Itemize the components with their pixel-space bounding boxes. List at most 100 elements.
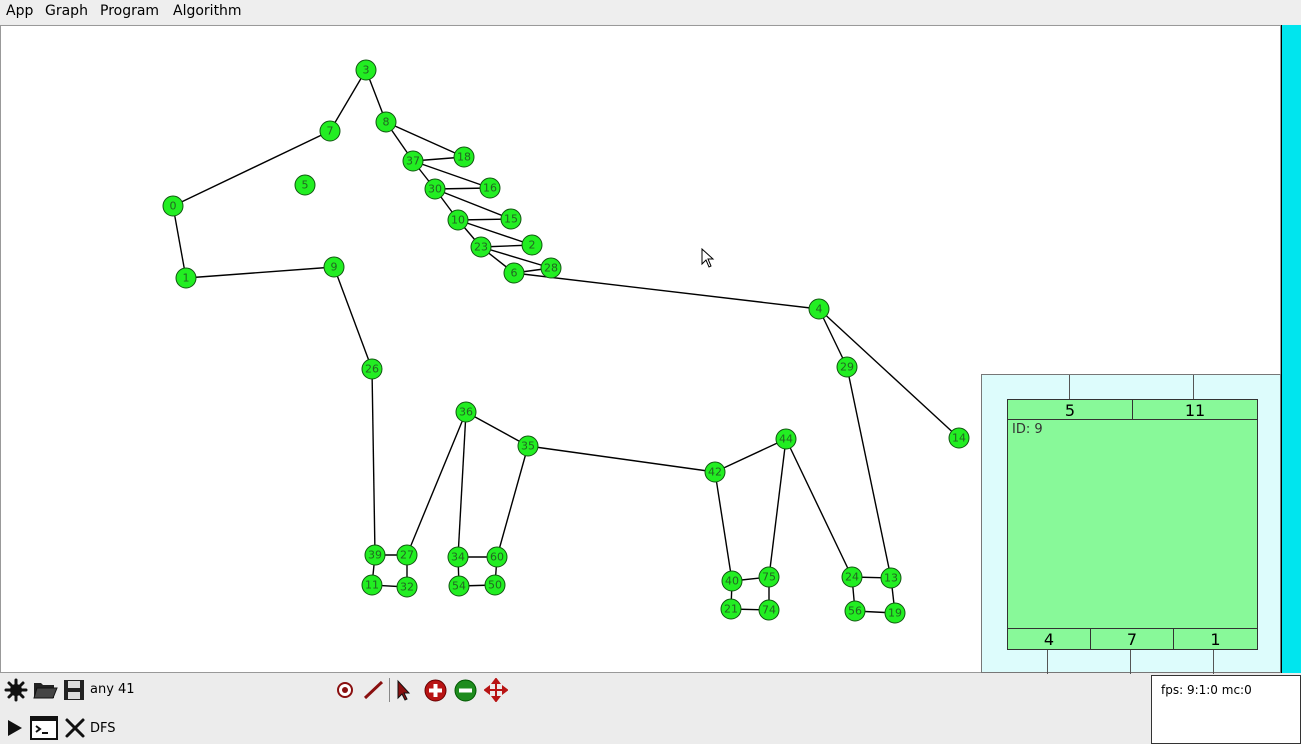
graph-node[interactable]: 10 xyxy=(447,209,469,231)
graph-node[interactable]: 6 xyxy=(503,262,525,284)
graph-edge[interactable] xyxy=(457,219,533,246)
node-circle[interactable] xyxy=(517,435,539,457)
graph-edge[interactable] xyxy=(818,308,960,439)
graph-node[interactable]: 24 xyxy=(841,566,863,588)
graph-edge[interactable] xyxy=(496,445,529,558)
node-circle[interactable] xyxy=(486,546,508,568)
graph-edge[interactable] xyxy=(172,130,331,207)
graph-edge[interactable] xyxy=(371,368,376,556)
save-disk-icon[interactable] xyxy=(62,678,86,702)
menu-app[interactable]: App xyxy=(6,3,34,19)
graph-node[interactable]: 0 xyxy=(162,195,184,217)
zoom-out-icon[interactable] xyxy=(454,679,477,702)
run-play-icon[interactable] xyxy=(6,718,24,738)
graph-edge[interactable] xyxy=(846,366,892,579)
graph-node[interactable]: 28 xyxy=(540,257,562,279)
algorithm-name-label[interactable]: DFS xyxy=(90,721,116,736)
move-arrows-icon[interactable] xyxy=(484,678,508,702)
node-circle[interactable] xyxy=(841,566,863,588)
node-circle[interactable] xyxy=(455,401,477,423)
graph-node[interactable]: 5 xyxy=(294,174,316,196)
graph-node[interactable]: 34 xyxy=(447,546,469,568)
node-circle[interactable] xyxy=(758,599,780,621)
graph-node[interactable]: 35 xyxy=(517,435,539,457)
graph-edge[interactable] xyxy=(480,246,552,269)
node-circle[interactable] xyxy=(775,428,797,450)
node-circle[interactable] xyxy=(162,195,184,217)
settings-gear-icon[interactable] xyxy=(4,678,28,702)
node-circle[interactable] xyxy=(319,120,341,142)
node-circle[interactable] xyxy=(758,566,780,588)
node-circle[interactable] xyxy=(294,174,316,196)
graph-node[interactable]: 23 xyxy=(470,236,492,258)
graph-node[interactable]: 9 xyxy=(323,256,345,278)
node-circle[interactable] xyxy=(323,256,345,278)
node-circle[interactable] xyxy=(880,567,902,589)
graph-node[interactable]: 26 xyxy=(361,358,383,380)
graph-node[interactable]: 32 xyxy=(396,576,418,598)
add-edge-mode-icon[interactable] xyxy=(362,679,386,701)
graph-node[interactable]: 14 xyxy=(948,427,970,449)
graph-node[interactable]: 44 xyxy=(775,428,797,450)
node-circle[interactable] xyxy=(704,461,726,483)
graph-node[interactable]: 4 xyxy=(808,298,830,320)
open-folder-icon[interactable] xyxy=(32,678,58,702)
graph-edge[interactable] xyxy=(785,438,853,578)
graph-edge[interactable] xyxy=(434,188,512,220)
graph-edge[interactable] xyxy=(513,272,820,310)
graph-node[interactable]: 75 xyxy=(758,566,780,588)
node-circle[interactable] xyxy=(500,208,522,230)
node-circle[interactable] xyxy=(396,544,418,566)
menu-algorithm[interactable]: Algorithm xyxy=(173,3,242,19)
graph-node[interactable]: 37 xyxy=(402,150,424,172)
select-pointer-icon[interactable] xyxy=(395,679,413,701)
vertical-scrollbar[interactable] xyxy=(1281,25,1301,673)
graph-node[interactable]: 27 xyxy=(396,544,418,566)
node-circle[interactable] xyxy=(479,177,501,199)
graph-node[interactable]: 15 xyxy=(500,208,522,230)
graph-node[interactable]: 74 xyxy=(758,599,780,621)
node-circle[interactable] xyxy=(375,111,397,133)
tools-wrench-icon[interactable] xyxy=(63,716,87,740)
node-circle[interactable] xyxy=(448,575,470,597)
node-circle[interactable] xyxy=(836,356,858,378)
node-circle[interactable] xyxy=(402,150,424,172)
graph-node[interactable]: 1 xyxy=(175,267,197,289)
incoming-neighbor-cell[interactable]: 5 xyxy=(1008,400,1133,420)
graph-node[interactable]: 42 xyxy=(704,461,726,483)
graph-node[interactable]: 8 xyxy=(375,111,397,133)
graph-node[interactable]: 21 xyxy=(720,598,742,620)
node-circle[interactable] xyxy=(844,600,866,622)
graph-node[interactable]: 7 xyxy=(319,120,341,142)
terminal-console-icon[interactable] xyxy=(30,716,58,740)
node-circle[interactable] xyxy=(175,267,197,289)
graph-node[interactable]: 54 xyxy=(448,575,470,597)
graph-node[interactable]: 40 xyxy=(721,570,743,592)
node-circle[interactable] xyxy=(948,427,970,449)
graph-node[interactable]: 19 xyxy=(884,602,906,624)
graph-edge[interactable] xyxy=(172,205,187,279)
node-circle[interactable] xyxy=(521,234,543,256)
graph-edge[interactable] xyxy=(714,471,733,582)
node-circle[interactable] xyxy=(720,598,742,620)
node-circle[interactable] xyxy=(361,574,383,596)
graph-node[interactable]: 18 xyxy=(453,146,475,168)
zoom-in-icon[interactable] xyxy=(424,679,447,702)
graph-edge[interactable] xyxy=(385,121,465,158)
graph-node[interactable]: 50 xyxy=(484,574,506,596)
menu-program[interactable]: Program xyxy=(100,3,160,19)
node-circle[interactable] xyxy=(484,574,506,596)
node-circle[interactable] xyxy=(364,544,386,566)
graph-node[interactable]: 13 xyxy=(880,567,902,589)
graph-node[interactable]: 56 xyxy=(844,600,866,622)
incoming-neighbor-cell[interactable]: 11 xyxy=(1133,400,1257,420)
graph-edge[interactable] xyxy=(329,69,367,132)
graph-edge[interactable] xyxy=(185,266,335,279)
menu-graph[interactable]: Graph xyxy=(45,3,88,19)
graph-edge[interactable] xyxy=(527,445,716,473)
node-circle[interactable] xyxy=(355,59,377,81)
graph-edge[interactable] xyxy=(406,411,467,556)
node-circle[interactable] xyxy=(721,570,743,592)
